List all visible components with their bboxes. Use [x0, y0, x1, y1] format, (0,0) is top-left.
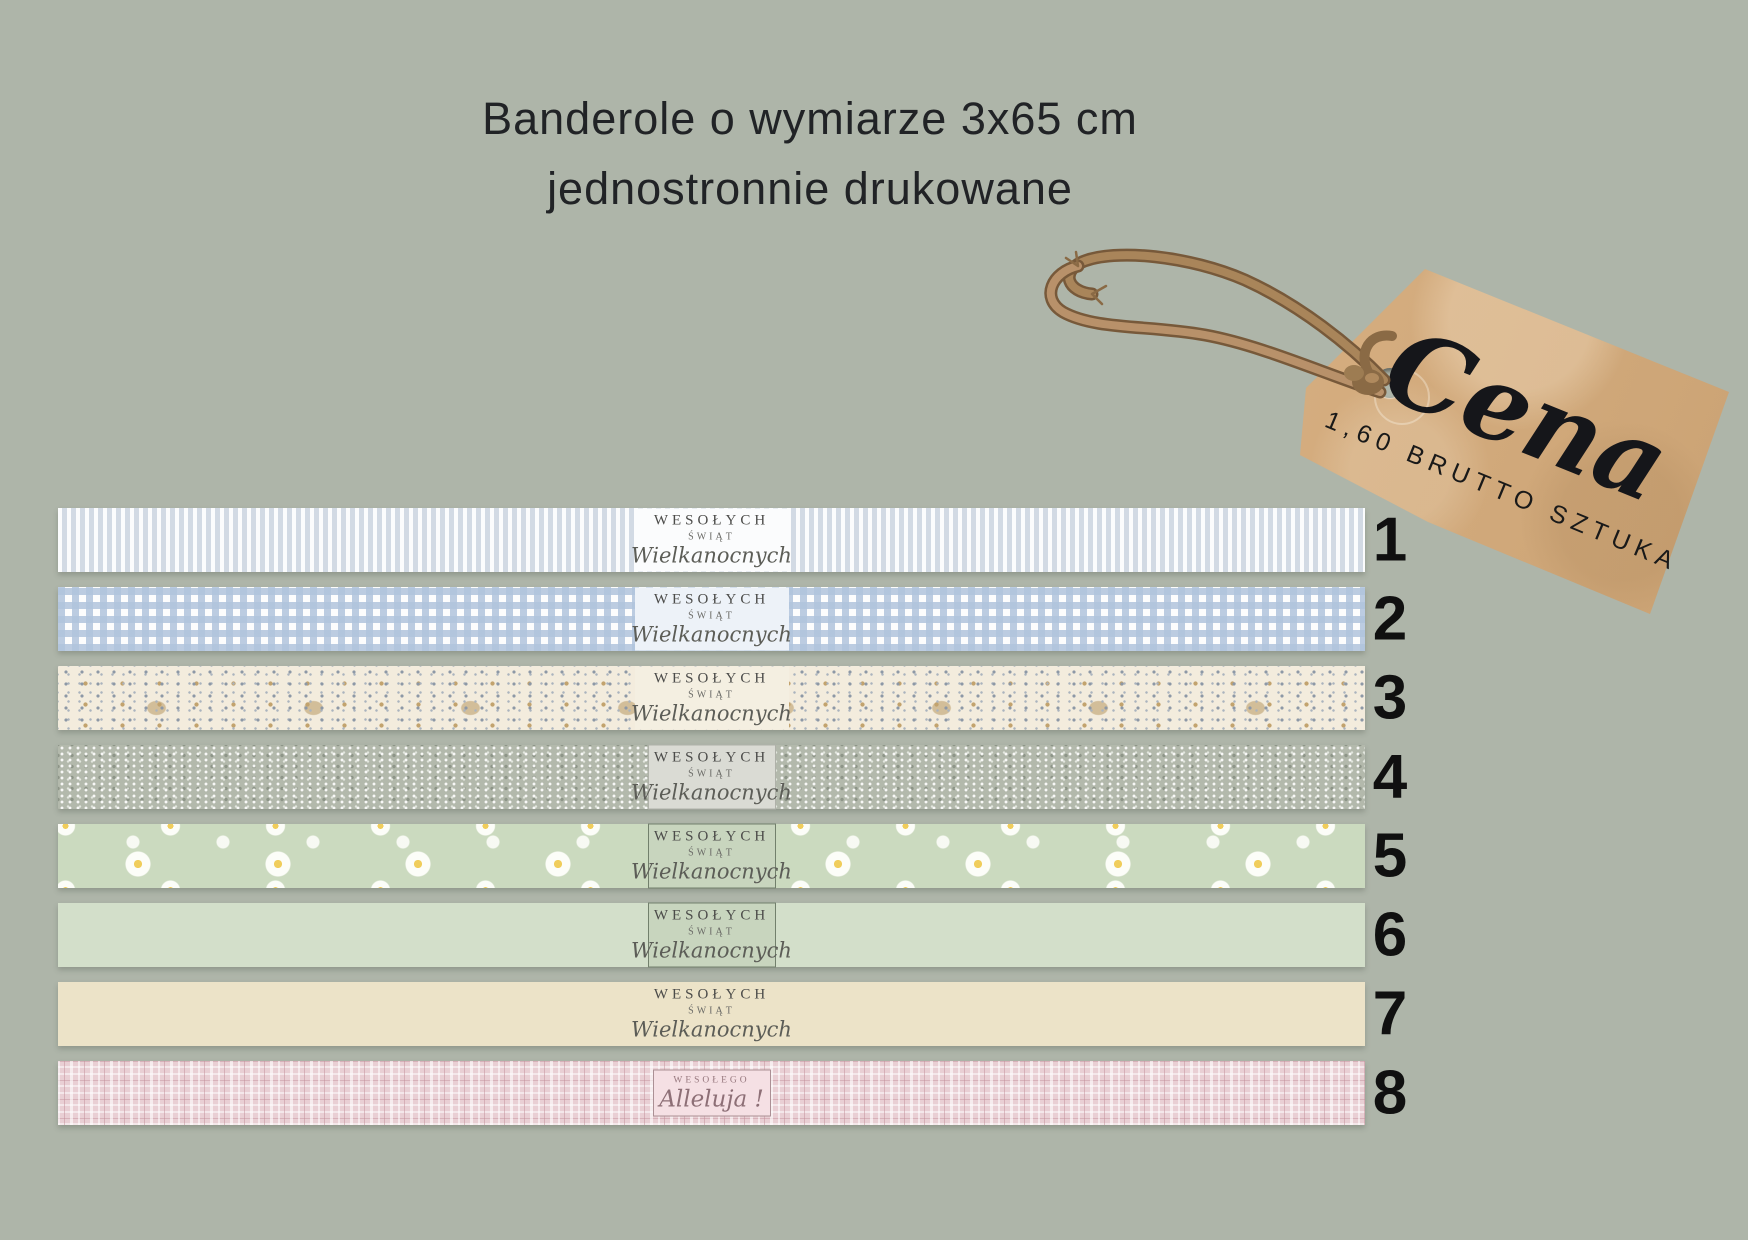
strip-number: 8 — [1372, 1058, 1408, 1128]
strip-label-line3: Wielkanocnych — [631, 622, 792, 647]
banderole-strip: WESOŁYCH ŚWIĄT Wielkanocnych — [58, 902, 1365, 968]
strip-label-line3: Wielkanocnych — [631, 701, 792, 726]
banderole-row: WESOŁEGO Alleluja ! 8 — [58, 1059, 1748, 1128]
strip-label-line3: Wielkanocnych — [631, 859, 792, 884]
strip-number: 1 — [1372, 505, 1408, 575]
strip-label-line1: WESOŁYCH — [653, 828, 770, 845]
page-title-line1: Banderole o wymiarze 3x65 cm — [482, 93, 1138, 144]
strip-label-line2: ŚWIĄT — [688, 926, 735, 938]
strip-label: WESOŁYCH ŚWIĄT Wielkanocnych — [631, 666, 792, 730]
strip-label-line3: Wielkanocnych — [631, 938, 792, 963]
banderole-strip: WESOŁYCH ŚWIĄT Wielkanocnych — [58, 823, 1365, 889]
strip-label-line2: ŚWIĄT — [688, 1005, 735, 1017]
strip-label-line1: WESOŁYCH — [653, 670, 770, 687]
banderole-strip: WESOŁYCH ŚWIĄT Wielkanocnych — [58, 982, 1365, 1046]
strip-label-line2: ŚWIĄT — [688, 847, 735, 859]
strip-number: 3 — [1372, 663, 1408, 733]
banderole-row: WESOŁYCH ŚWIĄT Wielkanocnych 1 — [58, 506, 1748, 575]
strip-label-line1: WESOŁYCH — [653, 749, 770, 766]
strip-label-line3: Wielkanocnych — [631, 543, 792, 568]
strip-label-line3: Alleluja ! — [659, 1086, 764, 1113]
banderole-row: WESOŁYCH ŚWIĄT Wielkanocnych 5 — [58, 822, 1748, 891]
banderole-strip: WESOŁYCH ŚWIĄT Wielkanocnych — [58, 587, 1365, 651]
strip-label-line2: ŚWIĄT — [688, 531, 735, 543]
strip-label-line1: WESOŁYCH — [653, 907, 770, 924]
banderole-strip: WESOŁEGO Alleluja ! — [58, 1061, 1365, 1125]
strip-label: WESOŁEGO Alleluja ! — [652, 1069, 771, 1117]
banderole-row: WESOŁYCH ŚWIĄT Wielkanocnych 2 — [58, 585, 1748, 654]
strip-label: WESOŁYCH ŚWIĄT Wielkanocnych — [631, 508, 792, 572]
strip-label: WESOŁYCH ŚWIĄT Wielkanocnych — [624, 983, 800, 1046]
strip-label-line2: ŚWIĄT — [688, 768, 735, 780]
strip-label: WESOŁYCH ŚWIĄT Wielkanocnych — [631, 587, 792, 651]
strip-label: WESOŁYCH ŚWIĄT Wielkanocnych — [631, 744, 792, 810]
strip-label-line3: Wielkanocnych — [631, 1017, 792, 1042]
strip-number: 4 — [1372, 742, 1408, 812]
banderole-row: WESOŁYCH ŚWIĄT Wielkanocnych 7 — [58, 980, 1748, 1049]
strip-label-line1: WESOŁEGO — [673, 1075, 750, 1086]
strip-label-line3: Wielkanocnych — [631, 780, 792, 805]
strip-label: WESOŁYCH ŚWIĄT Wielkanocnych — [631, 902, 792, 968]
banderole-strip: WESOŁYCH ŚWIĄT Wielkanocnych — [58, 666, 1365, 730]
strip-label-line1: WESOŁYCH — [653, 512, 770, 529]
banderole-row: WESOŁYCH ŚWIĄT Wielkanocnych 6 — [58, 901, 1748, 970]
strip-label-line1: WESOŁYCH — [653, 591, 770, 608]
strip-number: 2 — [1372, 584, 1408, 654]
banderole-strip: WESOŁYCH ŚWIĄT Wielkanocnych — [58, 508, 1365, 572]
banderole-strip: WESOŁYCH ŚWIĄT Wielkanocnych — [58, 744, 1365, 810]
strip-number: 5 — [1372, 821, 1408, 891]
strip-label-line2: ŚWIĄT — [688, 610, 735, 622]
page-title: Banderole o wymiarze 3x65 cm jednostronn… — [400, 84, 1220, 224]
strip-number: 6 — [1372, 900, 1408, 970]
page-title-line2: jednostronnie drukowane — [547, 163, 1073, 214]
strip-label-line1: WESOŁYCH — [653, 986, 770, 1003]
strip-number: 7 — [1372, 979, 1408, 1049]
strip-label: WESOŁYCH ŚWIĄT Wielkanocnych — [631, 823, 792, 889]
banderole-row: WESOŁYCH ŚWIĄT Wielkanocnych 3 — [58, 664, 1748, 733]
strip-label-line2: ŚWIĄT — [688, 689, 735, 701]
banderole-row: WESOŁYCH ŚWIĄT Wielkanocnych 4 — [58, 743, 1748, 812]
